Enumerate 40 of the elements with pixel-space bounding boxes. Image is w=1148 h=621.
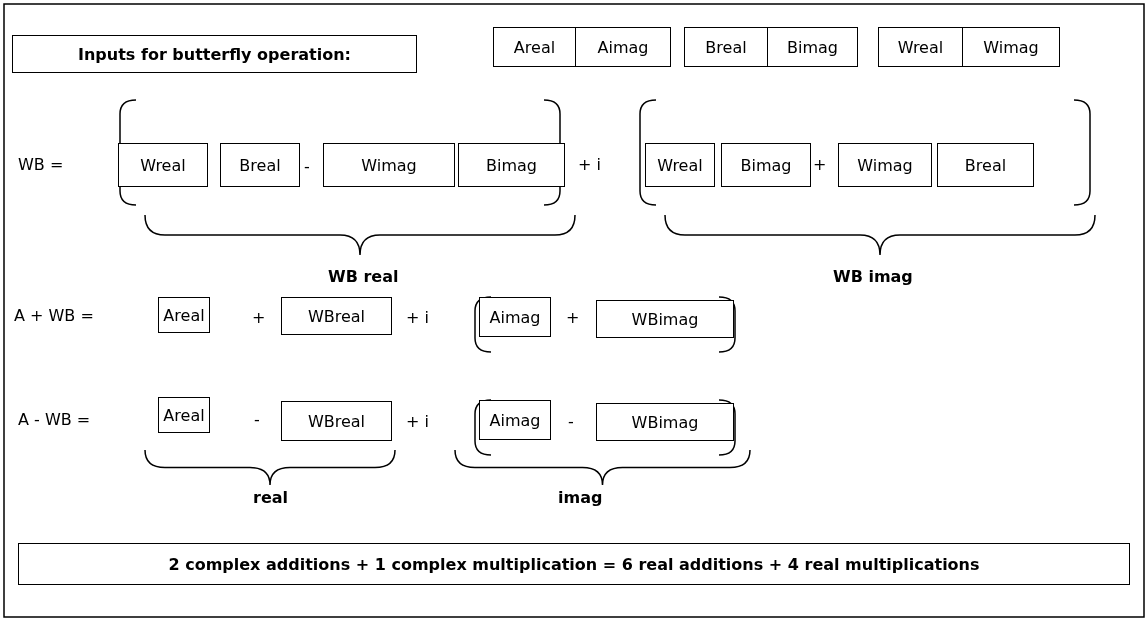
brace-label: imag [558, 488, 603, 507]
term-box: Aimag [479, 297, 551, 337]
term-box: WBimag [596, 403, 734, 441]
term-box: Wimag [962, 27, 1060, 67]
term-box: Wreal [118, 143, 208, 187]
term-box: Areal [493, 27, 576, 67]
operator: + [813, 155, 827, 174]
equation-label: A + WB = [14, 306, 94, 325]
term-box: WBreal [281, 401, 392, 441]
term-box: Areal [158, 297, 210, 333]
term-box: Wimag [838, 143, 932, 187]
equation-label: WB = [18, 155, 64, 174]
term-box: Aimag [479, 400, 551, 440]
term-box: Areal [158, 397, 210, 433]
term-box: WBimag [596, 300, 734, 338]
operator: + i [406, 412, 429, 431]
brace-label: real [253, 488, 289, 507]
heading-box: Inputs for butterfly operation: [12, 35, 417, 73]
operator: + i [406, 308, 429, 327]
term-box: Breal [684, 27, 768, 67]
term-box: Bimag [767, 27, 858, 67]
summary-box: 2 complex additions + 1 complex multiplication = 6 real additions + 4 real multiplications [18, 543, 1130, 585]
term-box: Wreal [878, 27, 963, 67]
term-box: WBreal [281, 297, 392, 335]
term-box: Breal [220, 143, 300, 187]
term-box: Bimag [458, 143, 565, 187]
equation-label: A - WB = [18, 410, 91, 429]
term-box: Bimag [721, 143, 811, 187]
operator: - [304, 157, 310, 176]
operator: + [252, 308, 266, 327]
operator: + [566, 308, 580, 327]
term-box: Wreal [645, 143, 715, 187]
term-box: Wimag [323, 143, 455, 187]
operator: + i [578, 155, 601, 174]
brace-label: WB real [328, 267, 399, 286]
term-box: Breal [937, 143, 1034, 187]
brace-label: WB imag [833, 267, 913, 286]
term-box: Aimag [575, 27, 671, 67]
operator: - [568, 412, 574, 431]
operator: - [254, 410, 260, 429]
